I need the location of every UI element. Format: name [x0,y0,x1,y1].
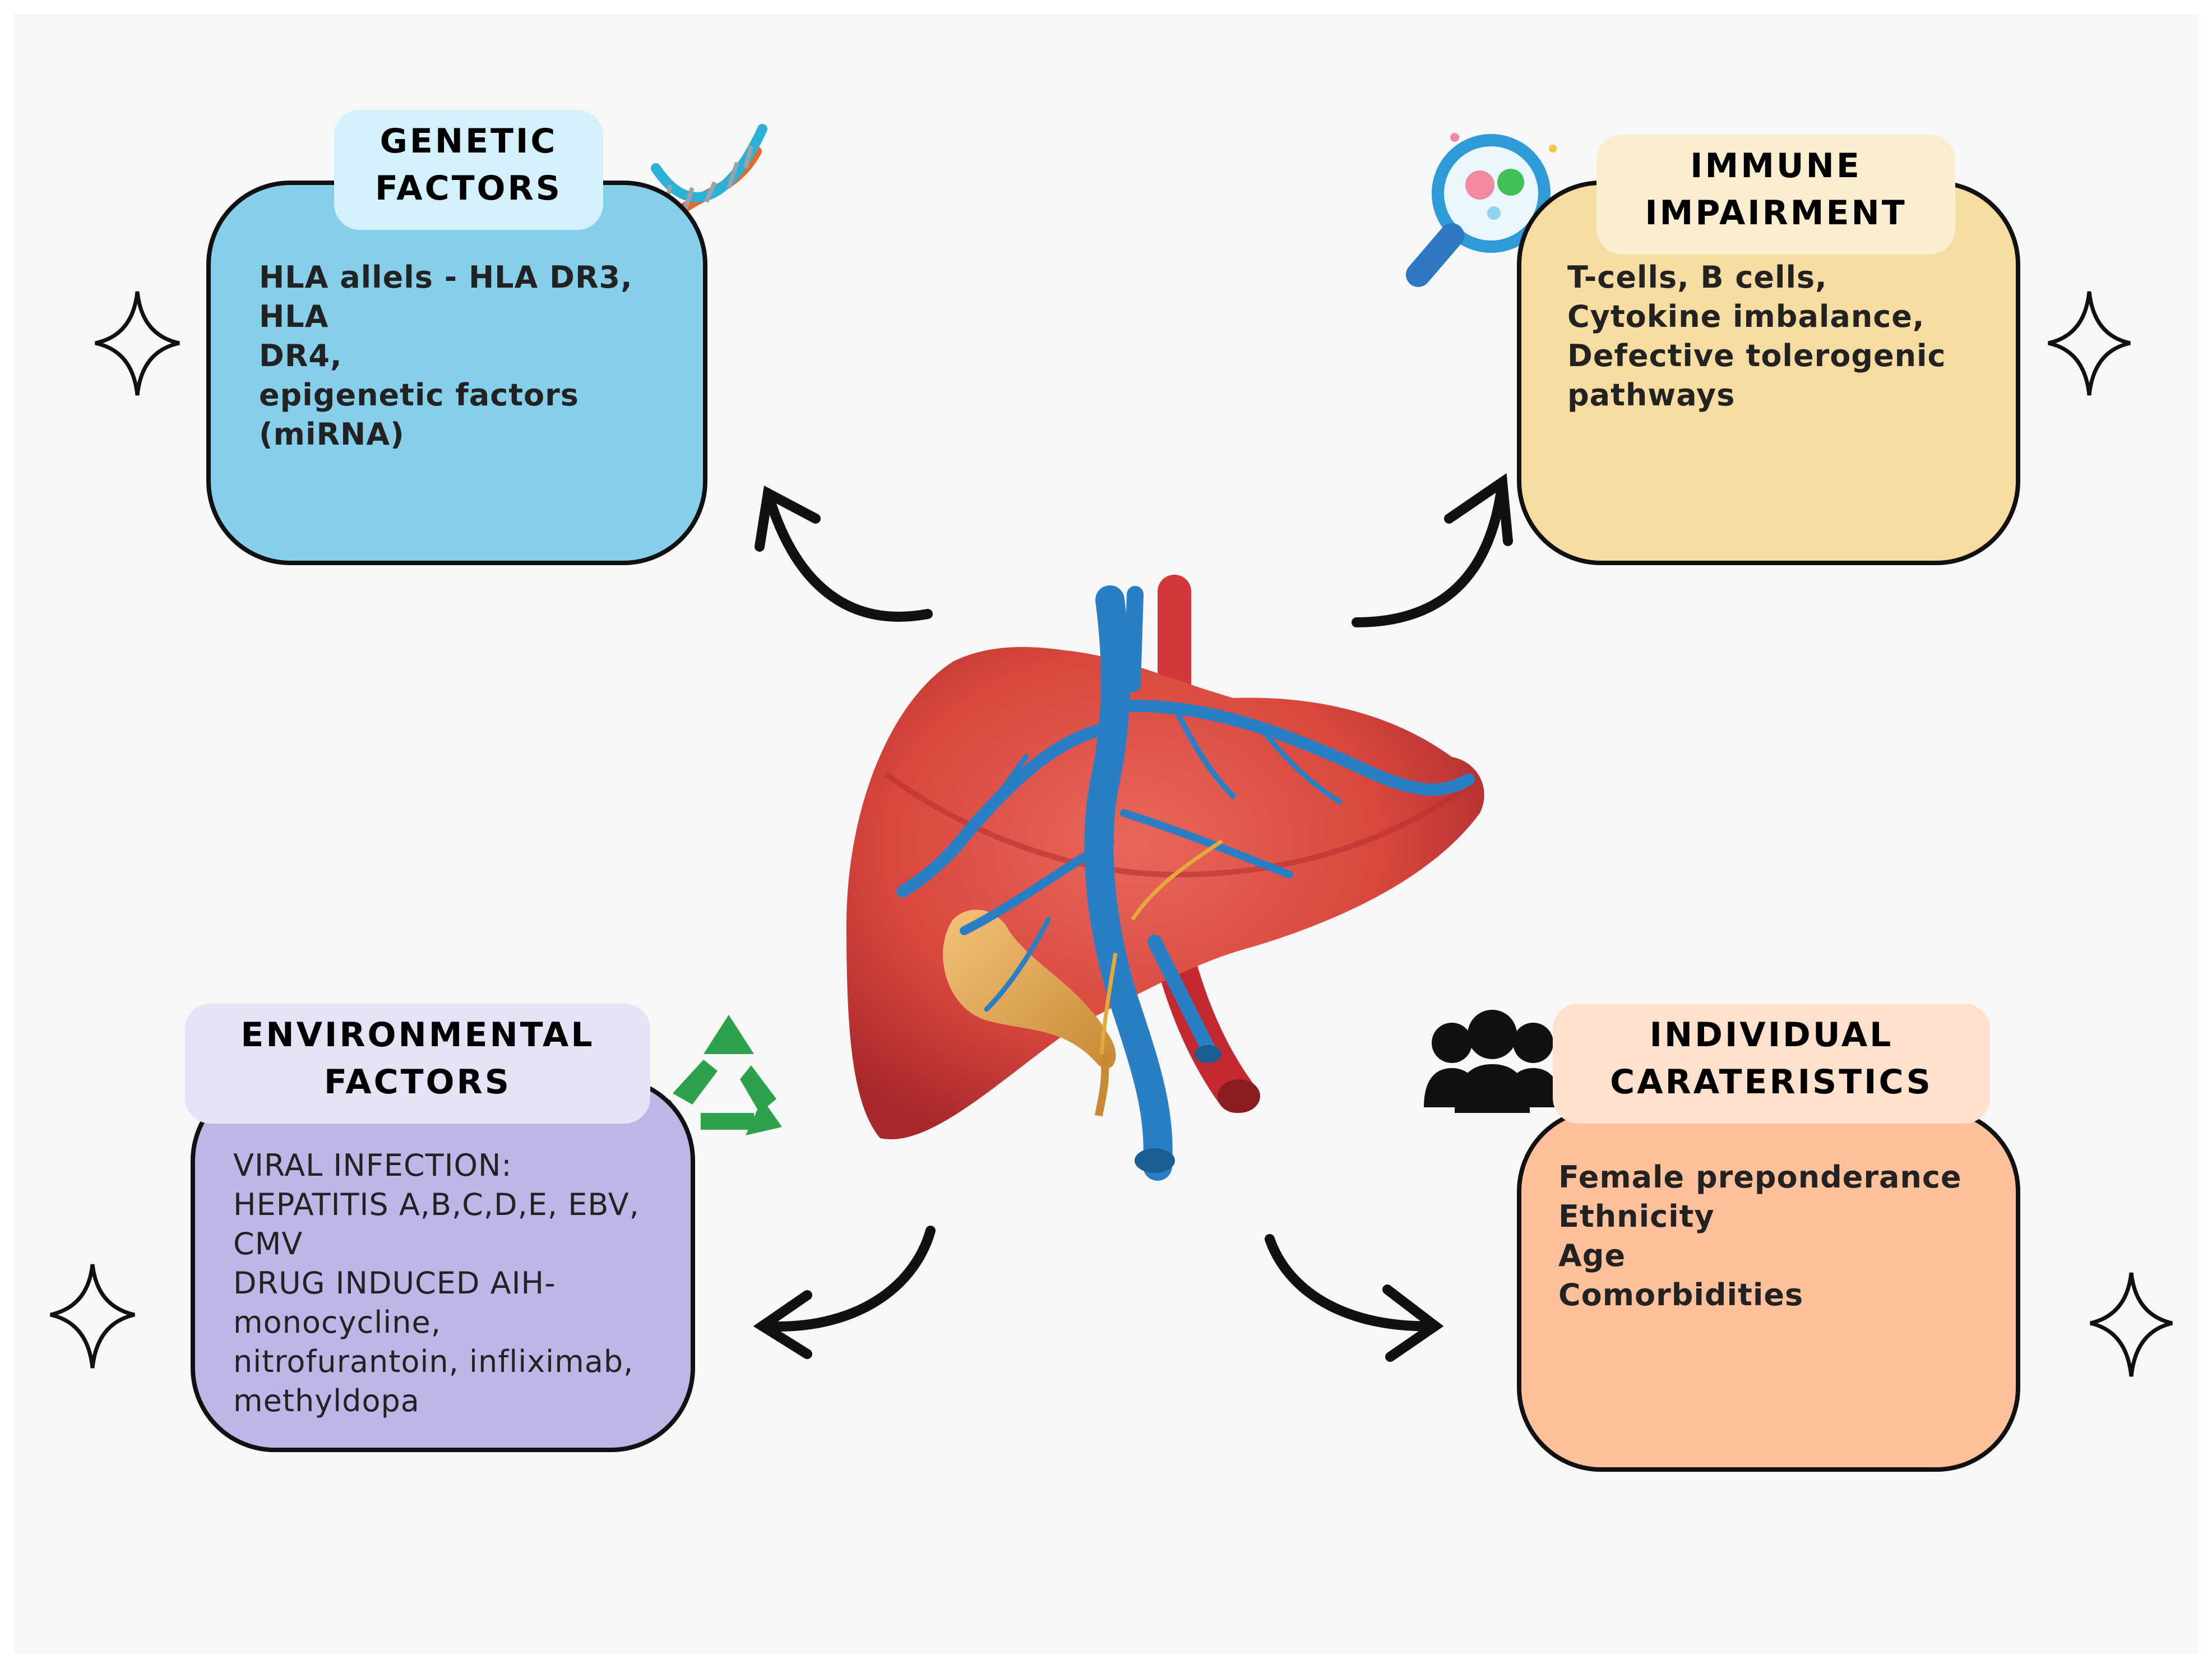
sparkle-icon [2048,291,2131,396]
arrow-to-individual [1265,1234,1444,1362]
individual-characteristics-title: INDIVIDUAL CARATERISTICS [1553,1004,1990,1124]
liver-icon [846,575,1484,1181]
sparkle-icon [2090,1272,2173,1377]
magnifier-bacteria-icon [1406,133,1557,287]
genetic-factors-title: GENETIC FACTORS [334,110,603,230]
environmental-factors-title: ENVIRONMENTAL FACTORS [185,1004,650,1124]
arrow-to-immune [1352,473,1513,627]
arrow-to-environmental [753,1226,936,1359]
immune-impairment-body: T-cells, B cells, Cytokine imbalance, De… [1567,260,1946,413]
sparkle-icon [95,291,180,396]
individual-characteristics-body: Female preponderance Ethnicity Age Comor… [1558,1159,1962,1313]
environmental-factors-body: VIRAL INFECTION: HEPATITIS A,B,C,D,E, EB… [233,1148,640,1419]
immune-impairment-title: IMMUNE IMPAIRMENT [1596,135,1955,255]
people-group-icon [1424,1010,1561,1113]
sparkle-icon [50,1264,135,1369]
genetic-factors-body: HLA allels - HLA DR3, HLA DR4, epigeneti… [259,260,633,452]
arrow-to-genetic [755,486,933,622]
genetic-factors-card [206,181,707,565]
